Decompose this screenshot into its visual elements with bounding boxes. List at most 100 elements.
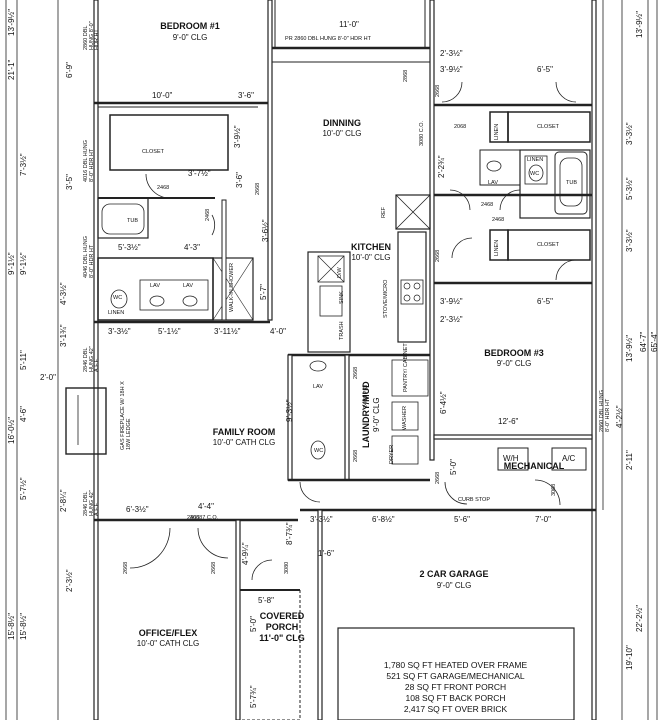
right-dim-13-9-5-top: 13'-9½": [635, 10, 644, 38]
dryer-label: DRYER: [389, 444, 395, 464]
fireplace-label: GAS FIREPLACE W/ 18H X 18W LEDGE: [120, 381, 132, 450]
kitchen-ceiling: 10'-0" CLG: [351, 253, 391, 262]
bedroom3-ceiling: 9'-0" CLG: [496, 359, 532, 368]
family-room-name: FAMILY ROOM: [212, 427, 276, 437]
dim-3-7-5: 3'-7½": [188, 169, 211, 178]
dim-5-1-5: 5'-1½": [158, 327, 181, 336]
door-2668-e: 2668: [353, 449, 359, 462]
door-2668-b: 2668: [435, 84, 441, 97]
door-2468-d: 2468: [492, 217, 505, 223]
door-2668-f: 2668: [123, 561, 129, 574]
family-room-ceiling: 10'-0" CATH CLG: [212, 438, 276, 447]
door-2668-d: 2668: [353, 366, 359, 379]
dim-2-3-5-c: 2'-3½": [65, 569, 74, 592]
dim-5-7: 5'-7": [259, 284, 268, 300]
dim-3-9-5-b: 3'-9½": [233, 125, 242, 148]
office-ceiling: 10'-0" CATH CLG: [136, 639, 200, 648]
dim-12-6: 12'-6": [498, 417, 519, 426]
dim-3-3-5-b: 3'-3½": [310, 515, 333, 524]
bedroom1-ceiling: 9'-0" CLG: [172, 33, 208, 42]
door-30687-co: 30687 C.O.: [190, 515, 219, 521]
left-dim-15-8-5-a: 15'-8½": [7, 612, 16, 640]
lav-label-1: LAV: [488, 180, 498, 186]
lav-label-4: LAV: [313, 384, 323, 390]
right-dim-13-9-5: 13'-9½": [625, 334, 634, 362]
door-2468-a: 2468: [157, 185, 170, 191]
dim-5-3-5-a: 5'-3½": [118, 243, 141, 252]
right-dim-2-11: 2'-11": [625, 450, 634, 470]
dim-3-5: 3'-5": [65, 174, 74, 190]
dim-3-9-5-c: 3'-9½": [440, 297, 463, 306]
dim-4-0: 4'-0": [270, 327, 286, 336]
dim-5-0-b: 5'-0": [449, 459, 458, 475]
dim-2-2-75: 2'-2¾": [437, 155, 446, 178]
dim-5-7-75: 5'-7¾": [249, 685, 258, 708]
pantry-label: PANTRY/ CABINET: [403, 343, 409, 392]
dim-6-3-5: 6'-3½": [126, 505, 149, 514]
left-dim-13-9-5: 13'-9½": [7, 8, 16, 36]
dim-5-8: 5'-8": [258, 596, 274, 605]
dim-3-9-5-a: 3'-9½": [440, 65, 463, 74]
washer-label: WASHER: [402, 406, 408, 430]
left-dim-21-1: 21'-1": [7, 59, 16, 80]
dim-6-4-5: 6'-4½": [439, 391, 448, 414]
dim-10-0: 10'-0": [152, 91, 173, 100]
dim-4-3: 4'-3": [184, 243, 200, 252]
left-dim-4-6: 4'-6": [19, 406, 28, 422]
left-dim-9-1-5-b: 9'-1½": [19, 252, 28, 275]
kitchen-name: KITCHEN: [351, 242, 391, 252]
dim-11-0: 11'-0": [339, 20, 359, 29]
dim-5-6: 5'-6": [454, 515, 470, 524]
right-dim-64-7: 64'-7": [639, 331, 648, 352]
porch-name-1: COVERED: [259, 611, 305, 621]
wc-label-3: WC: [314, 448, 324, 454]
right-dim-65-4: 65'-4": [650, 331, 659, 352]
note-line: 521 SQ FT GARAGE/MECHANICAL: [386, 671, 525, 681]
right-dim-3-3-5-a: 3'-3½": [625, 122, 634, 145]
left-dim-16-0-5: 16'-0½": [7, 416, 16, 444]
ac-label: A/C: [562, 454, 576, 463]
window-label-bedroom1: 2860 DBL HUNG 8'-0" HDR HT: [83, 21, 100, 50]
closet-label: CLOSET: [142, 149, 165, 155]
office-name: OFFICE/FLEX: [138, 628, 198, 638]
window-label-4016: 4016 DBL HUNG 8'-0" HDR HT: [83, 140, 95, 182]
door-2868: 2868: [403, 69, 409, 82]
linen-label-1: LINEN: [494, 123, 500, 140]
closet-label-upper-right: CLOSET: [537, 124, 560, 130]
porch-ceiling: 11'-0" CLG: [259, 633, 305, 643]
dim-4-4: 4'-4": [198, 502, 214, 511]
left-dim-7-3-5: 7'-3½": [19, 153, 28, 176]
left-dim-9-1-5-a: 9'-1½": [7, 252, 16, 275]
note-line: 1,780 SQ FT HEATED OVER FRAME: [383, 660, 528, 670]
wc-label-2: WC: [113, 295, 123, 301]
dim-7-0: 7'-0": [535, 515, 551, 524]
door-2068: 2068: [454, 124, 467, 130]
door-3068-a: 3068: [551, 483, 557, 496]
note-line: 108 SQ FT BACK PORCH: [405, 693, 506, 703]
dim-6-5-a: 6'-5": [537, 65, 553, 74]
square-footage-notes: 1,780 SQ FT HEATED OVER FRAME 521 SQ FT …: [338, 660, 573, 715]
right-dim-4-2-5: 4'-2½": [615, 405, 624, 428]
mechanical-name: MECHANICAL: [503, 461, 565, 471]
dim-3-6-a: 3'-6": [238, 91, 254, 100]
door-2468-pkt: 2468 PKT: [363, 383, 369, 408]
dinning-ceiling: 10'-0" CLG: [322, 129, 362, 138]
trash-label: TRASH: [339, 321, 345, 340]
lav-label-3: LAV: [183, 283, 193, 289]
right-dim-22-2-5: 22'-2½": [635, 604, 644, 632]
window-label-4046: 4046 DBL HUNG 8'-0" HDR HT: [83, 236, 95, 278]
lav-label-2: LAV: [150, 283, 160, 289]
dim-2-3-5-a: 2'-3½": [440, 49, 463, 58]
sink-label: SINK: [339, 291, 345, 304]
dim-5-0-a: 5'-0": [249, 616, 258, 632]
dim-1-6: 1'-6": [318, 549, 334, 558]
stove-label: STOVE/MICRO: [383, 279, 389, 318]
dim-2-0: 2'-0": [40, 373, 56, 382]
door-2468-b: 2468: [205, 208, 211, 221]
porch-name-2: PORCH: [265, 622, 299, 632]
closet-label-lower-right: CLOSET: [537, 242, 560, 248]
garage-name: 2 CAR GARAGE: [419, 569, 489, 579]
bedroom3-name: BEDROOM #3: [484, 348, 544, 358]
window-label-top: PR 2860 DBL HUNG 8'-0" HDR HT: [285, 36, 371, 42]
